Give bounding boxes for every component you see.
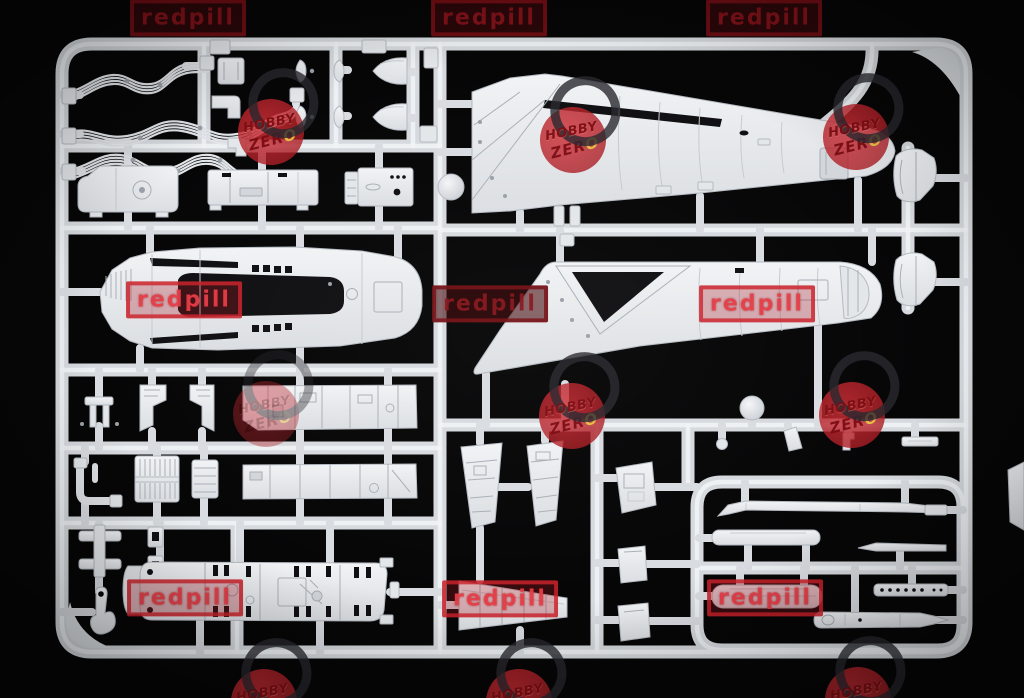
seat-frame bbox=[80, 396, 119, 428]
corner-gusset bbox=[66, 602, 112, 648]
nose-cone-half bbox=[372, 57, 408, 131]
small-clips bbox=[553, 205, 581, 247]
fuel-tank-half bbox=[711, 584, 823, 609]
sprue-frame bbox=[62, 44, 966, 652]
equipment-box-c bbox=[344, 167, 414, 207]
redpill-watermark: redpill bbox=[706, 0, 822, 37]
ribbed-stack bbox=[191, 459, 219, 499]
rudder-panel bbox=[458, 580, 568, 631]
redpill-watermark: redpill bbox=[707, 579, 823, 617]
fin-half bbox=[460, 440, 564, 529]
gun-pod bbox=[813, 611, 950, 629]
redpill-watermark: redpill bbox=[442, 580, 558, 618]
redpill-watermark: redpill bbox=[130, 0, 246, 37]
arresting-hook bbox=[90, 586, 116, 635]
gear-door bbox=[615, 461, 657, 642]
neighbor-sprue-fragment bbox=[1007, 461, 1024, 531]
radiator-grille bbox=[134, 455, 180, 503]
intake-lip bbox=[893, 148, 937, 307]
redpill-watermark: redpill bbox=[432, 285, 548, 323]
fuselage-half-port bbox=[473, 261, 883, 375]
refueling-probe bbox=[716, 500, 948, 517]
corner-gusset bbox=[912, 48, 960, 96]
radome-ball bbox=[739, 395, 765, 421]
gear-bracket bbox=[139, 384, 215, 432]
sidewall-panel-lower bbox=[242, 463, 418, 500]
redpill-watermark: redpill bbox=[431, 0, 547, 37]
redpill-watermark: redpill bbox=[126, 281, 242, 319]
redpill-watermark: redpill bbox=[699, 285, 815, 323]
wire-harness-a bbox=[61, 55, 215, 105]
radome-ball bbox=[437, 173, 465, 201]
pipe-elbow bbox=[73, 457, 123, 508]
equipment-box-b bbox=[207, 169, 319, 211]
equipment-box-a bbox=[77, 165, 179, 218]
perforated-rail bbox=[873, 583, 949, 597]
pitot-rod bbox=[857, 542, 947, 552]
wing-pylon bbox=[711, 529, 821, 546]
redpill-watermark: redpill bbox=[127, 579, 243, 617]
